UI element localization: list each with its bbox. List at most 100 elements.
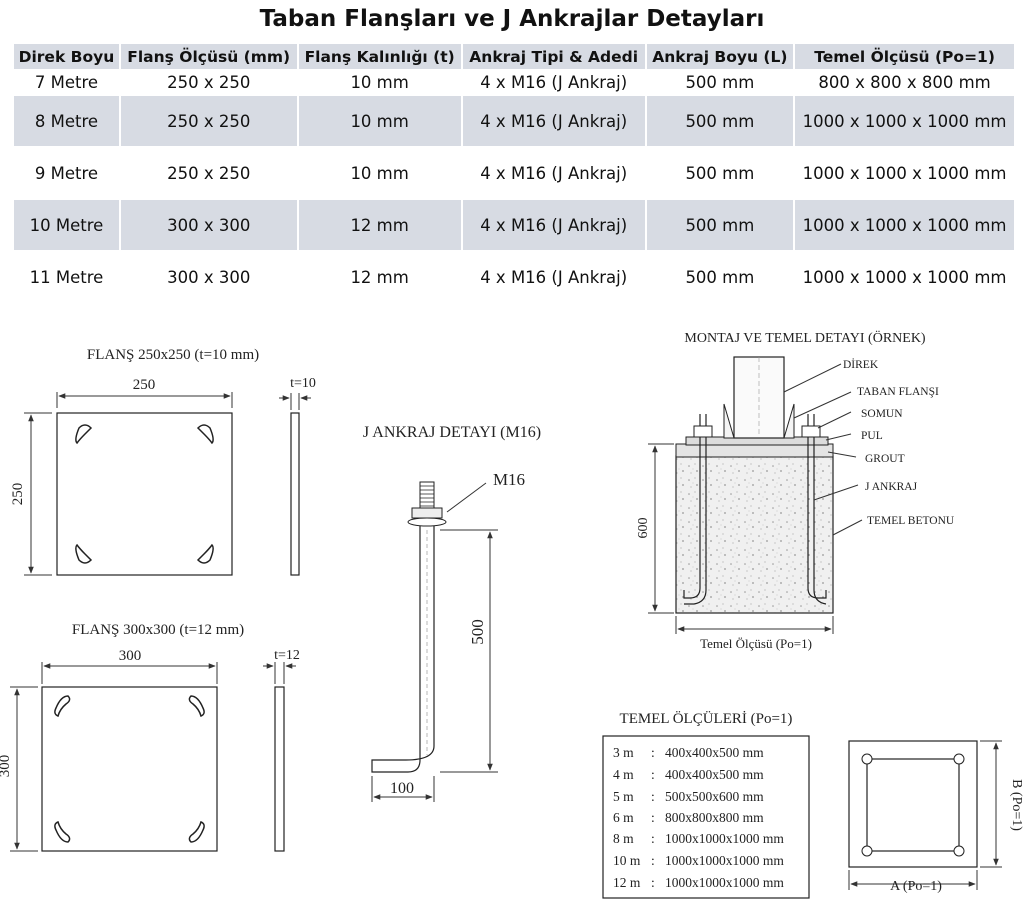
table-row: 7 Metre 250 x 250 10 mm 4 x M16 (J Ankra… (14, 71, 1014, 94)
size-height: 4 m (613, 767, 634, 782)
cell-ankraj-tipi: 4 x M16 (J Ankraj) (462, 96, 645, 146)
washer-icon (407, 517, 447, 527)
size-value: 800x800x800 mm (665, 810, 764, 825)
cell-temel-olcusu: 1000 x 1000 x 1000 mm (795, 200, 1014, 250)
bolt-hole-icon (861, 753, 873, 765)
cell-flans-olcusu: 250 x 250 (167, 163, 251, 183)
cell-ankraj-tipi: 4 x M16 (J Ankraj) (480, 163, 628, 183)
cell-flans-olcusu: 250 x 250 (167, 73, 251, 92)
size-sep: : (651, 831, 655, 846)
j-rod (371, 526, 435, 773)
size-height: 8 m (613, 831, 634, 846)
nut-icon (801, 425, 821, 438)
bolt-hole-icon (953, 845, 965, 857)
j-anchor-caption: J ANKRAJ DETAYI (M16) (363, 424, 541, 441)
size-sep: : (651, 745, 655, 760)
cell-direk-boyu: 11 Metre (29, 267, 104, 287)
cell-ankraj-boyu: 500 mm (646, 96, 794, 146)
table-row: 9 Metre 250 x 250 10 mm 4 x M16 (J Ankra… (14, 148, 1014, 198)
page-title: Taban Flanşları ve J Ankrajlar Detayları (259, 6, 765, 32)
plan-a-label: A (Po=1) (890, 879, 942, 894)
slot-icon (54, 820, 71, 843)
col-header-temel-olcusu: Temel Ölçüsü (Po=1) (795, 44, 1014, 69)
cell-flans-olcusu: 300 x 300 (120, 200, 297, 250)
size-height: 5 m (613, 789, 634, 804)
assembly-depth-label: 600 (636, 518, 651, 539)
nut-icon (411, 507, 443, 519)
flange-small-caption: FLANŞ 250x250 (t=10 mm) (87, 347, 259, 363)
assembly-caption: MONTAJ VE TEMEL DETAYI (ÖRNEK) (684, 329, 926, 346)
j-anchor-bolt-label: M16 (493, 470, 525, 489)
cell-flans-kalinligi: 10 mm (350, 163, 409, 183)
plan-flange (866, 758, 960, 852)
j-anchor-hook-label: 100 (390, 780, 414, 797)
cell-direk-boyu: 8 Metre (14, 96, 119, 146)
size-height: 10 m (613, 853, 641, 868)
size-value: 400x400x500 mm (665, 745, 764, 760)
slot-icon (188, 820, 205, 843)
cell-direk-boyu: 7 Metre (34, 73, 99, 92)
size-height: 3 m (613, 745, 634, 760)
size-sep: : (651, 767, 655, 782)
list-item: 8 m : 1000x1000x1000 mm (613, 831, 784, 846)
slot-icon (188, 695, 205, 718)
slot-icon (75, 424, 93, 445)
assembly-base-label: Temel Ölçüsü (Po=1) (700, 636, 812, 651)
concrete-block (675, 455, 834, 614)
col-header-flans-kalinligi: Flanş Kalınlığı (t) (298, 44, 461, 69)
flange-large-side (274, 686, 285, 852)
flange-large-height-label: 300 (0, 755, 13, 778)
table-header-row: Direk Boyu Flanş Ölçüsü (mm) Flanş Kalın… (14, 44, 1014, 69)
foundation-sizes-frame (602, 735, 810, 899)
label-direk: DİREK (843, 357, 879, 371)
anchor-right (807, 414, 827, 599)
assembly-drawing: MONTAJ VE TEMEL DETAYI (ÖRNEK) DİREK TAB… (636, 329, 955, 651)
size-height: 12 m (613, 875, 641, 890)
size-value: 1000x1000x1000 mm (665, 831, 784, 846)
table-row: 8 Metre 250 x 250 10 mm 4 x M16 (J Ankra… (14, 96, 1014, 146)
cell-direk-boyu: 9 Metre (34, 163, 99, 183)
size-sep: : (651, 875, 655, 890)
cell-flans-olcusu: 250 x 250 (120, 96, 297, 146)
flange-large-thickness-label: t=12 (274, 648, 300, 663)
cell-flans-kalinligi: 12 mm (350, 267, 409, 287)
flange-small-thickness-label: t=10 (290, 376, 316, 391)
cell-ankraj-tipi: 4 x M16 (J Ankraj) (462, 200, 645, 250)
cell-ankraj-boyu: 500 mm (685, 163, 755, 183)
slot-icon (54, 695, 71, 718)
list-item: 12 m : 1000x1000x1000 mm (613, 875, 784, 890)
slot-icon (196, 543, 214, 564)
label-somun: SOMUN (861, 408, 903, 420)
cell-ankraj-boyu: 500 mm (646, 200, 794, 250)
slot-icon (75, 543, 93, 564)
list-item: 5 m : 500x500x600 mm (613, 789, 764, 804)
foundation-sizes-caption: TEMEL ÖLÇÜLERİ (Po=1) (620, 710, 793, 727)
j-anchor-drawing: J ANKRAJ DETAYI (M16) M16 500 100 (363, 424, 541, 802)
flange-large-caption: FLANŞ 300x300 (t=12 mm) (72, 622, 244, 638)
flange-large-width-label: 300 (119, 648, 142, 664)
bolt-hole-icon (953, 753, 965, 765)
size-value: 1000x1000x1000 mm (665, 875, 784, 890)
size-height: 6 m (613, 810, 634, 825)
list-item: 6 m : 800x800x800 mm (613, 810, 764, 825)
table-row: 10 Metre 300 x 300 12 mm 4 x M16 (J Ankr… (14, 200, 1014, 250)
cell-flans-kalinligi: 12 mm (298, 200, 461, 250)
list-item: 4 m : 400x400x500 mm (613, 767, 764, 782)
size-sep: : (651, 789, 655, 804)
col-header-ankraj-tipi: Ankraj Tipi & Adedi (462, 44, 645, 69)
plan-b-label: B (Po=1) (1009, 779, 1024, 831)
slot-icon (196, 424, 214, 445)
table-row: 11 Metre 300 x 300 12 mm 4 x M16 (J Ankr… (14, 252, 1014, 302)
flange-small-height-label: 250 (10, 483, 26, 506)
label-pul: PUL (861, 430, 883, 442)
flange-small-width-label: 250 (133, 377, 156, 393)
size-value: 1000x1000x1000 mm (665, 853, 784, 868)
cell-flans-kalinligi: 10 mm (350, 73, 409, 92)
technical-drawing: FLANŞ 250x250 (t=10 mm) 250 250 t=10 FLA… (0, 329, 1024, 899)
cell-ankraj-tipi: 4 x M16 (J Ankraj) (480, 73, 628, 92)
flange-small-plate (56, 412, 233, 576)
cell-temel-olcusu: 1000 x 1000 x 1000 mm (802, 267, 1007, 287)
col-header-direk-boyu: Direk Boyu (14, 44, 119, 69)
foundation-sizes-box: TEMEL ÖLÇÜLERİ (Po=1) 3 m : 400x400x500 … (602, 710, 810, 899)
spec-table: Direk Boyu Flanş Ölçüsü (mm) Flanş Kalın… (12, 42, 1016, 304)
